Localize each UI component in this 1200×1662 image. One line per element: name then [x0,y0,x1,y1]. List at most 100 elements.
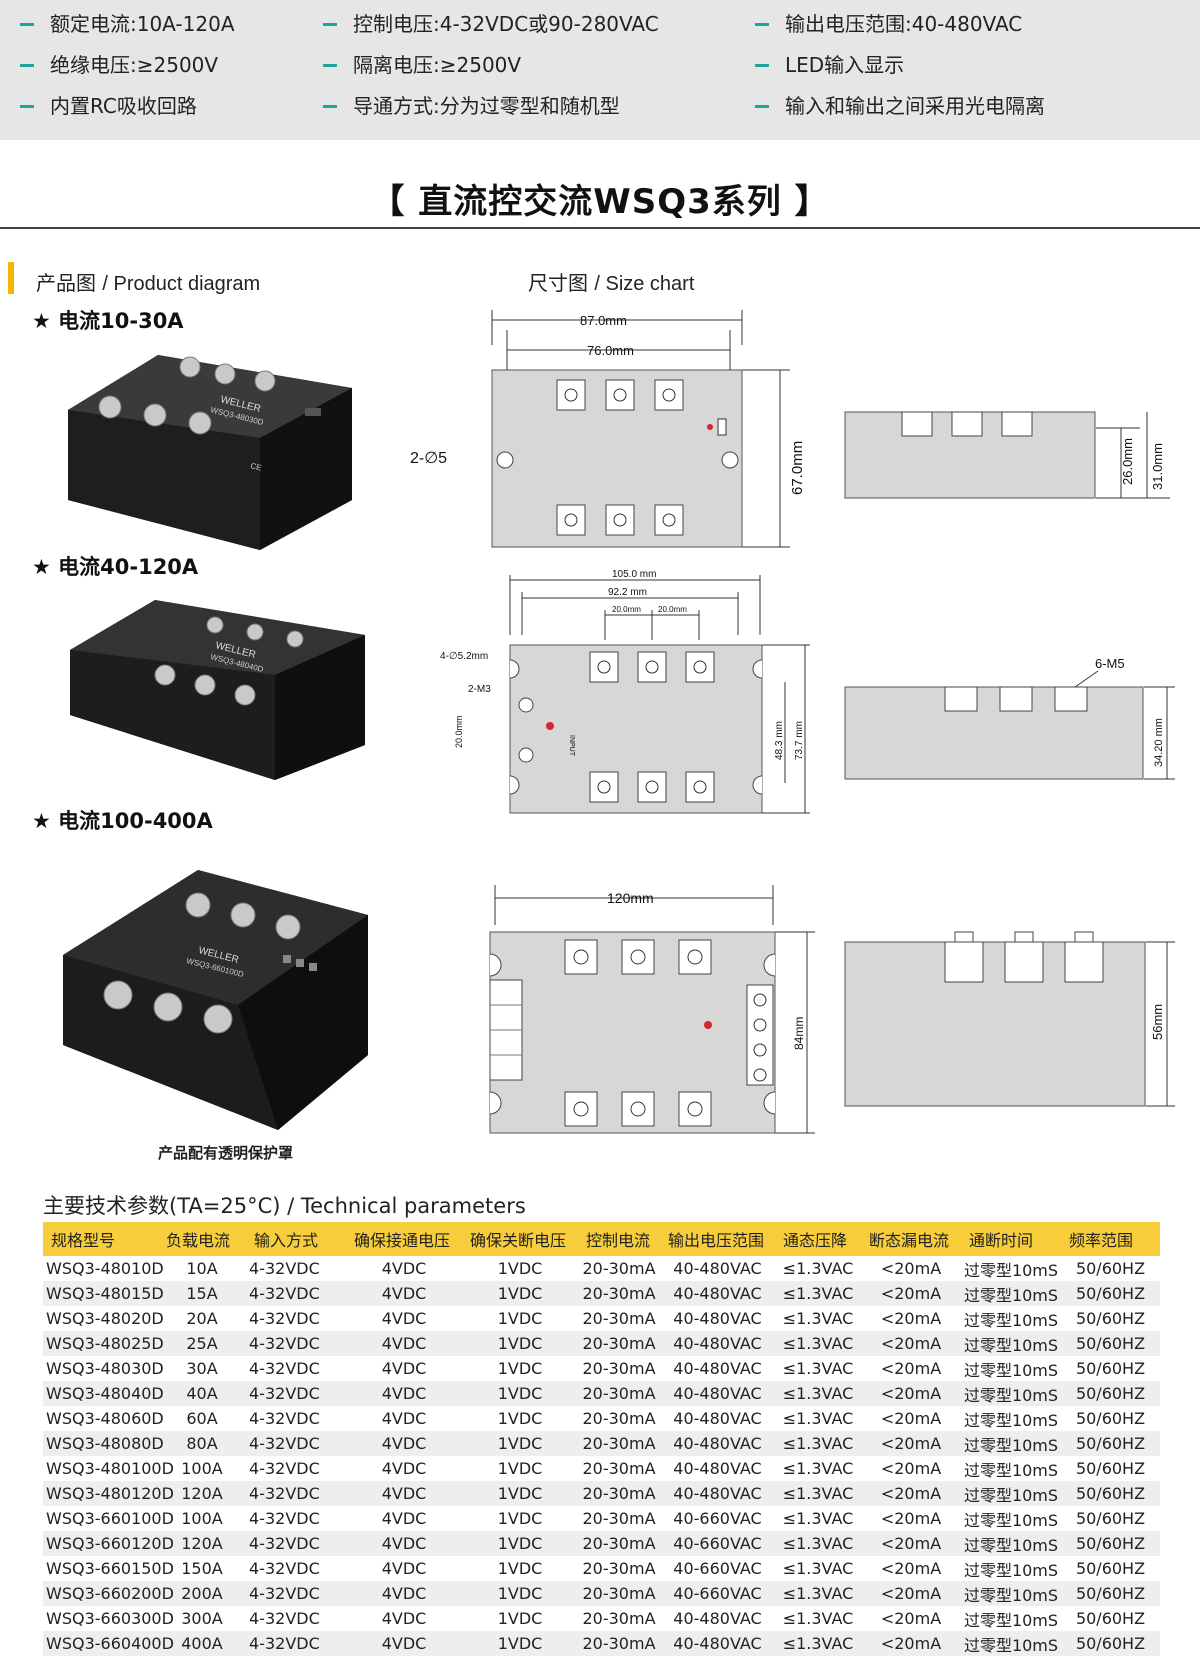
table-cell: ≤1.3VAC [782,1559,854,1578]
table-cell: ≤1.3VAC [775,1331,861,1356]
table-cell: 4-32VDC [249,1359,320,1378]
table-cell: 4-32VDC [246,1481,346,1506]
table-cell: <20mA [861,1431,961,1456]
column-header: 规格型号 [43,1222,158,1256]
table-cell: 4VDC [381,1509,427,1528]
table-cell: 50/60HZ [1075,1309,1146,1328]
product-caption: 产品配有透明保护罩 [158,1144,294,1162]
table-cell: 4-32VDC [249,1559,320,1578]
table-cell: 4VDC [346,1431,462,1456]
table-cell: 20-30mA [582,1409,656,1428]
table-cell: 40-480VAC [673,1309,762,1328]
dash-icon [755,23,769,26]
table-cell: WSQ3-480120D [43,1481,174,1506]
table-cell: <20mA [880,1309,942,1328]
table-cell: 150A [181,1559,223,1578]
table-cell: 40-480VAC [660,1431,775,1456]
table-cell: 20-30mA [582,1309,656,1328]
table-cell: 50/60HZ [1061,1281,1160,1306]
table-cell: 过零型10mS [961,1531,1061,1556]
column-header: 输入方式 [246,1222,346,1256]
table-cell: 50/60HZ [1061,1481,1160,1506]
dash-icon [323,64,337,67]
table-cell: 50/60HZ [1075,1559,1146,1578]
table-cell: 40-660VAC [673,1509,762,1528]
table-cell: 120A [158,1481,246,1506]
table-cell: 4-32VDC [246,1381,346,1406]
column-header: 通断时间 [961,1222,1061,1256]
table-cell: 4VDC [346,1381,462,1406]
table-cell: 40-660VAC [660,1581,775,1606]
table-cell: 1VDC [462,1431,578,1456]
table-cell: 40A [158,1381,246,1406]
product-image-1: WELLER WSQ3-48030D CE [68,355,352,550]
dim-side-h2: 31.0mm [1150,443,1165,490]
table-cell: 120A [158,1531,246,1556]
dash-icon [755,105,769,108]
table-cell: 50/60HZ [1075,1359,1146,1378]
dimension-drawing-1: 87.0mm 76.0mm 2-∅5 67.0mm [410,310,806,548]
table-cell: <20mA [861,1381,961,1406]
dim-hole: 2-∅5 [410,450,447,467]
table-cell: 1VDC [497,1409,543,1428]
table-cell: WSQ3-48010D [46,1259,164,1278]
table-cell: 4VDC [346,1631,462,1656]
current-label-2: ★ 电流40-120A [32,555,199,579]
table-cell: 1VDC [497,1309,543,1328]
table-cell: 过零型10mS [961,1481,1061,1506]
side-view-2: 6-M5 34.20 mm [844,656,1175,780]
table-cell: 20-30mA [578,1331,660,1356]
table-cell: 40-480VAC [660,1631,775,1656]
table-cell: 20-30mA [582,1259,656,1278]
table-cell: 1VDC [462,1631,578,1656]
page-title: 【 直流控交流WSQ3系列 】 [370,182,830,222]
table-cell: 60A [186,1409,218,1428]
table-cell: 40-480VAC [660,1481,775,1506]
table-cell: WSQ3-48025D [43,1331,164,1356]
table-cell: <20mA [861,1531,961,1556]
table-cell: WSQ3-660200D [43,1581,174,1606]
side-view-1: 26.0mm 31.0mm [844,411,1170,499]
params-table: 规格型号负载电流输入方式确保接通电压确保关断电压控制电流输出电压范围通态压降断态… [43,1222,1160,1656]
table-cell: 50/60HZ [1061,1531,1160,1556]
table-cell: 过零型10mS [963,1310,1059,1330]
table-cell: ≤1.3VAC [775,1531,861,1556]
table-cell: 4VDC [381,1609,427,1628]
table-cell: 4-32VDC [246,1281,346,1306]
table-cell: 50/60HZ [1061,1431,1160,1456]
table-cell: <20mA [880,1559,942,1578]
table-cell: 4-32VDC [249,1609,320,1628]
table-cell: <20mA [880,1409,942,1428]
table-cell: 10A [186,1259,218,1278]
table-cell: 20-30mA [578,1281,660,1306]
dash-icon [20,23,34,26]
column-header: 输出电压范围 [660,1222,775,1256]
dim-width-outer: 87.0mm [580,313,627,328]
dash-icon [323,105,337,108]
input-label: INPUT [568,735,575,757]
product-diagram-header: 产品图 / Product diagram [36,271,261,295]
table-cell: 1VDC [497,1609,543,1628]
table-cell: 4-32VDC [249,1459,320,1478]
dim-height: 84mm [792,1017,806,1050]
table-cell: 40-480VAC [660,1381,775,1406]
table-cell: ≤1.3VAC [782,1459,854,1478]
product-image-2: WELLER WSQ3-48040D [70,600,365,780]
table-cell: 50/60HZ [1075,1459,1146,1478]
table-cell: 4VDC [381,1359,427,1378]
dim-height: 67.0mm [789,441,806,495]
size-chart-header: 尺寸图 / Size chart [528,271,695,295]
dim-side-h1: 26.0mm [1120,438,1135,485]
column-header: 确保关断电压 [462,1222,578,1256]
table-cell: 过零型10mS [961,1581,1061,1606]
dim-screw: 2-M3 [468,684,491,695]
